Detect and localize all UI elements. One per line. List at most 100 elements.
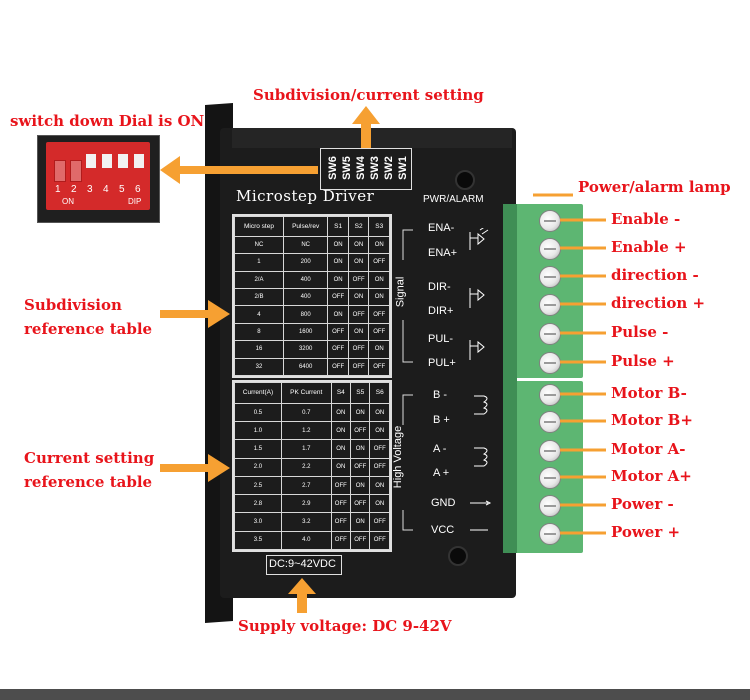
dip-dip-text: DIP <box>128 197 142 206</box>
arrow-dc-shaft <box>297 593 307 613</box>
table-cell: 4.0 <box>280 530 332 551</box>
subdivision-table-label-line2: reference table <box>24 320 153 338</box>
current-table-label-line1: Current setting <box>24 449 155 467</box>
terminal-screw <box>539 523 561 545</box>
subdivision-table-label-line1: Subdivision <box>24 296 122 314</box>
pin-vcc: VCC <box>431 524 455 536</box>
table-cell: 6400 <box>282 357 329 377</box>
terminal-label-motor-a-minus: Motor A- <box>611 440 686 458</box>
arrow-sw-shaft <box>361 122 371 148</box>
terminal-screw <box>539 384 561 406</box>
table-cell: OFF <box>330 530 352 551</box>
dip-lever-4 <box>102 154 112 168</box>
arrow-sub-shaft <box>160 310 210 318</box>
driver-bracket-lines <box>402 229 413 531</box>
table-cell: ON <box>368 340 390 359</box>
subdivision-table-label: Subdivision reference table <box>24 293 194 341</box>
terminal-label-enable-minus: Enable - <box>611 210 681 228</box>
dip-lever-3 <box>86 154 96 168</box>
pin-gnd: GND <box>431 497 456 509</box>
mounting-hole-top <box>455 170 475 190</box>
current-table-label: Current setting reference table <box>24 446 194 494</box>
terminal-label-pulse-plus: Pulse + <box>611 352 675 370</box>
terminal-label-enable-plus: Enable + <box>611 238 687 256</box>
driver-title: Microstep Driver <box>236 187 375 205</box>
optocoupler-icons <box>469 228 489 360</box>
arrow-sw-head <box>352 106 380 124</box>
arrow-dc-head <box>288 578 316 594</box>
terminal-screw <box>539 440 561 462</box>
pwr-alarm-text: PWR/ALARM <box>423 194 484 205</box>
coil-icons <box>470 395 492 531</box>
subdivision-current-setting-label: Subdivision/current setting <box>253 86 484 104</box>
table-cell: 800 <box>282 305 329 324</box>
terminal-label-direction-plus: direction + <box>611 294 706 312</box>
table-cell: OFF <box>369 439 390 459</box>
arrow-sub-head <box>208 300 230 328</box>
dip-number-6: 6 <box>135 184 141 195</box>
arrow-dip-head <box>160 156 180 184</box>
dip-lever-1 <box>54 160 66 182</box>
terminal-label-motor-a-plus: Motor A+ <box>611 467 692 485</box>
dip-on-text: ON <box>62 197 74 206</box>
dip-number-1: 1 <box>55 184 61 195</box>
dip-lever-6 <box>134 154 144 168</box>
pin-b-plus: B + <box>433 414 450 426</box>
power-alarm-lamp-label: Power/alarm lamp <box>578 178 731 196</box>
table-cell: OFF <box>368 357 390 377</box>
bottom-bar <box>0 689 750 700</box>
terminal-label-motor-b-minus: Motor B- <box>611 384 687 402</box>
mounting-hole-bottom <box>448 546 468 566</box>
dc-voltage-text: DC:9~42VDC <box>269 558 336 570</box>
pin-pul-plus: PUL+ <box>428 357 456 369</box>
terminal-label-power-plus: Power + <box>611 523 681 541</box>
pin-dir-plus: DIR+ <box>428 305 454 317</box>
pin-dir-minus: DIR- <box>428 281 451 293</box>
terminal-label-motor-b-plus: Motor B+ <box>611 411 693 429</box>
dip-number-5: 5 <box>119 184 125 195</box>
pin-b-minus: B - <box>433 389 448 401</box>
table-cell: 3.5 <box>234 530 282 551</box>
table-cell: OFF <box>369 457 390 477</box>
pin-a-plus: A + <box>433 467 450 479</box>
dip-lever-2 <box>70 160 82 182</box>
terminal-block-shadow <box>503 204 517 553</box>
driver-heatsink-top <box>232 128 512 148</box>
terminal-label-direction-minus: direction - <box>611 266 699 284</box>
terminal-label-power-minus: Power - <box>611 495 674 513</box>
dip-lever-5 <box>118 154 128 168</box>
switch-labels-box <box>320 148 412 190</box>
table-cell: OFF <box>369 530 390 551</box>
dip-number-3: 3 <box>87 184 93 195</box>
supply-voltage-label: Supply voltage: DC 9-42V <box>238 617 452 635</box>
terminal-screw <box>539 294 561 316</box>
table-cell: OFF <box>350 530 371 551</box>
dip-number-4: 4 <box>103 184 109 195</box>
arrow-cur-shaft <box>160 464 210 472</box>
terminal-screw <box>539 352 561 374</box>
switch-down-label: switch down Dial is ON <box>10 112 205 130</box>
current-table-label-line2: reference table <box>24 473 153 491</box>
dip-switch-image: 1 2 3 4 5 6 ON DIP <box>37 135 160 223</box>
table-cell: 1.5 <box>234 439 282 459</box>
dip-number-2: 2 <box>71 184 77 195</box>
terminal-label-pulse-minus: Pulse - <box>611 323 669 341</box>
arrow-dip-shaft <box>178 166 318 174</box>
pin-ena-plus: ENA+ <box>428 247 458 259</box>
pin-ena-minus: ENA- <box>428 222 455 234</box>
pin-a-minus: A - <box>433 443 447 455</box>
arrow-cur-head <box>208 454 230 482</box>
dc-voltage-box <box>266 555 342 575</box>
